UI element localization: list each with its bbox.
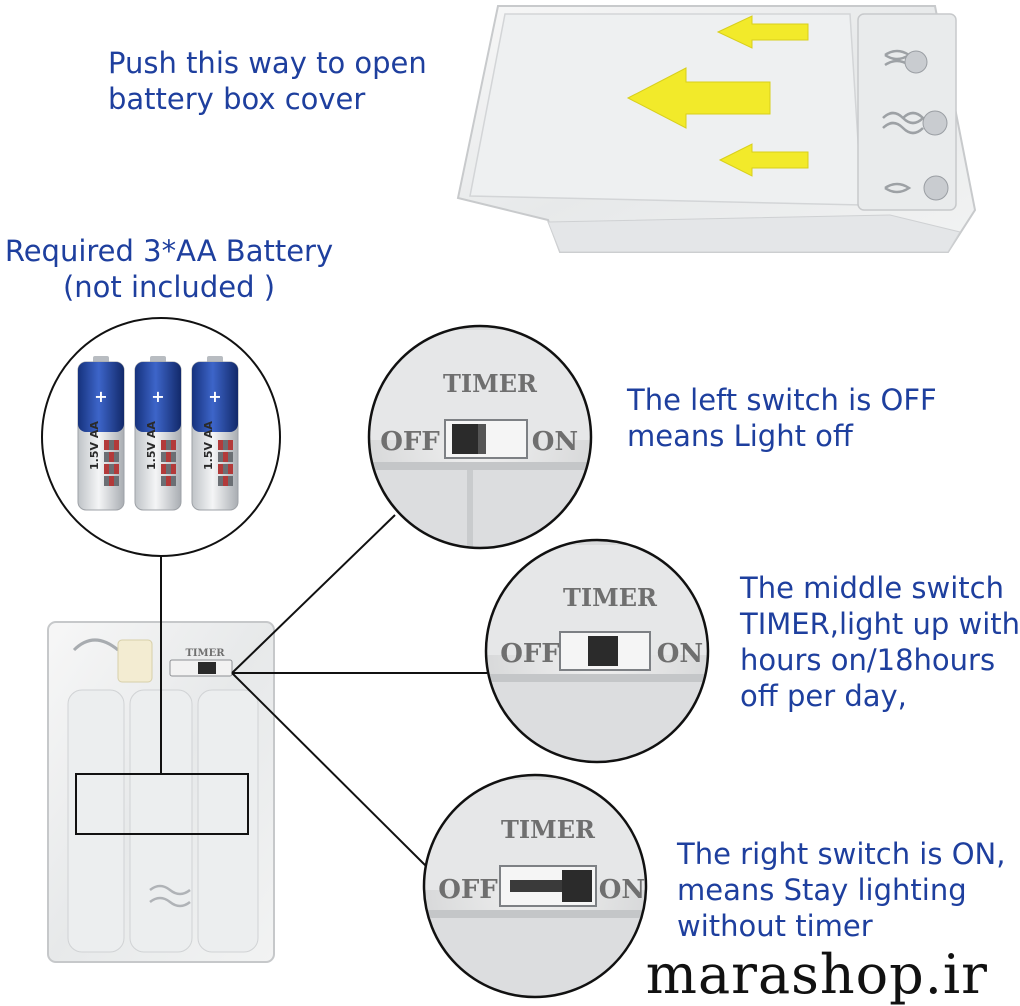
battery-plus-sign: + bbox=[208, 387, 221, 406]
on-label: ON bbox=[657, 639, 703, 669]
switch-zoom-off: TIMER OFF ON bbox=[367, 324, 593, 550]
switch-icon bbox=[169, 659, 233, 677]
timer-switch-description: The middle switch TIMER,light up with ho… bbox=[740, 571, 1020, 713]
switch-zoom-on: TIMER OFF ON bbox=[422, 773, 648, 999]
timer-label-off: TIMER bbox=[443, 369, 538, 398]
battery-icon: +1.5V AA bbox=[134, 356, 182, 511]
battery-requirement-note: Required 3*AA Battery (not included ) bbox=[4, 234, 334, 304]
battery-box-top bbox=[456, 5, 977, 253]
on-label: ON bbox=[532, 427, 578, 457]
on-switch-description: The right switch is ON, means Stay light… bbox=[677, 837, 1006, 943]
on-label: ON bbox=[599, 875, 645, 905]
arrow-left-icon bbox=[716, 15, 809, 49]
switch-knob-timer bbox=[588, 636, 618, 666]
off-label: OFF bbox=[380, 427, 440, 457]
battery-box-front: TIMER bbox=[47, 621, 275, 963]
mini-timer-label: TIMER bbox=[185, 648, 225, 659]
battery-voltage-label: 1.5V AA bbox=[202, 421, 215, 470]
battery-plus-sign: + bbox=[94, 387, 107, 406]
connector-lines bbox=[160, 514, 487, 871]
switch-knob-on bbox=[562, 870, 592, 902]
arrow-left-icon bbox=[626, 67, 771, 129]
battery-plus-sign: + bbox=[151, 387, 164, 406]
arrow-left-icon bbox=[718, 143, 809, 177]
watermark-text: marashop.ir bbox=[645, 943, 988, 1006]
timer-label-mid: TIMER bbox=[563, 583, 658, 612]
diagram-canvas: TIMER +1.5V AA+1.5V AA+1.5V AA TIMER OFF… bbox=[41, 5, 977, 999]
off-label: OFF bbox=[500, 639, 560, 669]
battery-icon: +1.5V AA bbox=[77, 356, 125, 511]
battery-voltage-label: 1.5V AA bbox=[88, 421, 101, 470]
off-switch-description: The left switch is OFF means Light off bbox=[627, 383, 937, 453]
open-cover-instruction: Push this way to open battery box cover bbox=[108, 46, 427, 116]
timer-label-on: TIMER bbox=[501, 815, 596, 844]
battery-voltage-label: 1.5V AA bbox=[145, 421, 158, 470]
battery-icon: +1.5V AA bbox=[191, 356, 239, 511]
switch-knob-off bbox=[452, 424, 478, 454]
battery-circle: +1.5V AA+1.5V AA+1.5V AA bbox=[41, 317, 281, 557]
switch-zoom-timer: TIMER OFF ON bbox=[484, 538, 710, 764]
off-label: OFF bbox=[438, 875, 498, 905]
